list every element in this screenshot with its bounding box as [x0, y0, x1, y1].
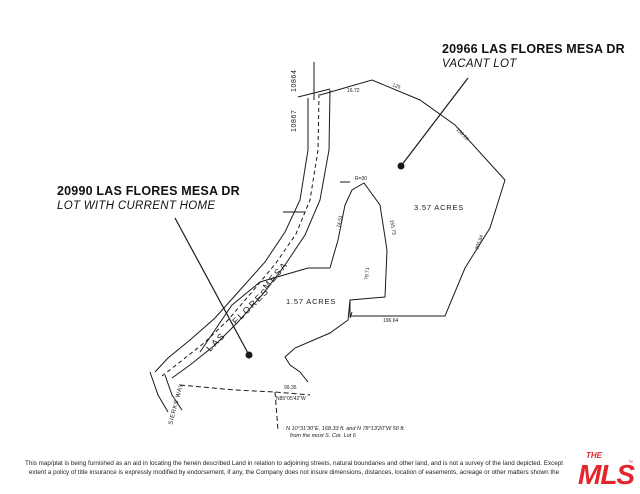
dim-top-east-2: 125	[391, 82, 401, 91]
home-callout-leader	[174, 217, 250, 356]
logo-mls: MLS	[578, 459, 635, 490]
note-line-2: from the most S. Cor. Lot 6	[290, 433, 357, 439]
vacant-acres-label: 3.57 ACRES	[414, 203, 464, 212]
vacant-lot-marker	[397, 162, 405, 170]
vacant-lot-address: 20966 LAS FLORES MESA DR	[442, 42, 625, 56]
road-east-edge	[171, 89, 331, 379]
disclaimer: This map/plat is being furnished as an a…	[14, 459, 574, 477]
home-lot-address: 20990 LAS FLORES MESA DR	[57, 184, 240, 198]
dashed-boundary	[179, 384, 311, 396]
street-label-flores: FLORES	[230, 285, 271, 326]
street-label-sierks: SIERKS WAY	[168, 383, 185, 426]
dim-top-east-1: 16.72	[347, 88, 360, 94]
street-label-mesa: MESA	[261, 259, 290, 291]
street-label-las: LAS	[204, 330, 227, 353]
dim-south-edge: 196.64	[383, 318, 399, 324]
disclaimer-line-2: extent a policy of title insurance is ex…	[28, 469, 560, 476]
home-lot-description: LOT WITH CURRENT HOME	[57, 200, 216, 212]
dim-inner-1: 74.51	[336, 215, 344, 229]
dim-curve-r: R=30	[355, 176, 367, 182]
the-mls-logo: THE MLS ™	[578, 451, 636, 490]
vacant-lot-boundary	[319, 79, 506, 317]
dim-inner-2: 79.71	[364, 267, 371, 280]
vacant-lot-callout: 20966 LAS FLORES MESA DR VACANT LOT	[442, 42, 625, 70]
dim-bottom-1: 99.35	[284, 385, 297, 391]
disclaimer-line-1: This map/plat is being furnished as an a…	[24, 460, 564, 467]
small-ticks	[283, 181, 353, 319]
map-tick-line	[297, 62, 331, 100]
home-acres-label: 1.57 ACRES	[286, 297, 336, 306]
logo-tm: ™	[628, 460, 633, 466]
home-lot-boundary	[199, 267, 351, 383]
road-centerline	[161, 93, 320, 377]
vacant-callout-leader	[400, 77, 469, 167]
logo-the: THE	[586, 451, 603, 460]
dim-ne-edge: 156.29	[455, 127, 470, 142]
home-lot-marker	[245, 351, 253, 359]
road-west-edge	[154, 98, 309, 373]
vacant-lot-description: VACANT LOT	[442, 58, 517, 70]
dim-east-edge: 305.84	[474, 234, 485, 251]
home-lot-callout: 20990 LAS FLORES MESA DR LOT WITH CURREN…	[57, 184, 240, 212]
sierks-way-line	[149, 371, 183, 413]
dim-curve-mid: 155.73	[388, 219, 397, 235]
map-number-left: 10867	[291, 110, 298, 132]
dashed-boundary-2	[274, 391, 279, 431]
map-number-right: 10864	[291, 70, 298, 92]
dim-bottom-2: N85°05'42"W	[276, 396, 306, 402]
note-line-1: N 10°31'30"E, 168.33 ft. and N 78°13'20"…	[286, 426, 405, 432]
